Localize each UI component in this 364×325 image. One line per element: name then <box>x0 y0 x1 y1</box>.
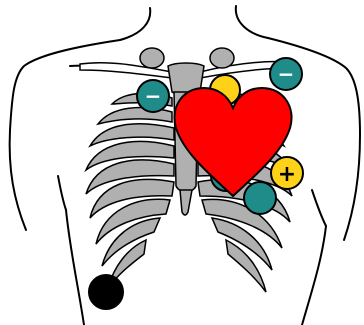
neck-right-line <box>236 6 268 38</box>
shoulder-left-line <box>10 40 120 130</box>
electrode-ground <box>89 275 123 309</box>
armpit-right-line <box>312 190 326 226</box>
electrode-lower-center <box>244 182 276 214</box>
joint-right <box>140 48 164 68</box>
negative-symbol: − <box>145 84 162 108</box>
electrode-upper-right-negative: − <box>137 80 169 112</box>
negative-symbol: − <box>278 62 295 86</box>
positive-symbol: + <box>278 162 296 187</box>
electrode-lower-right-positive: + <box>271 157 303 189</box>
flank-right-line <box>302 226 326 325</box>
neck-left-line <box>120 8 150 40</box>
joint-left <box>210 48 234 68</box>
xiphoid <box>180 190 192 215</box>
ribs-right <box>86 93 174 288</box>
side-right-line <box>344 135 360 240</box>
side-left-line <box>10 130 26 230</box>
electrode-upper-left-negative: − <box>270 58 302 90</box>
armpit-left-line <box>58 176 66 210</box>
flank-left-line <box>66 210 84 325</box>
